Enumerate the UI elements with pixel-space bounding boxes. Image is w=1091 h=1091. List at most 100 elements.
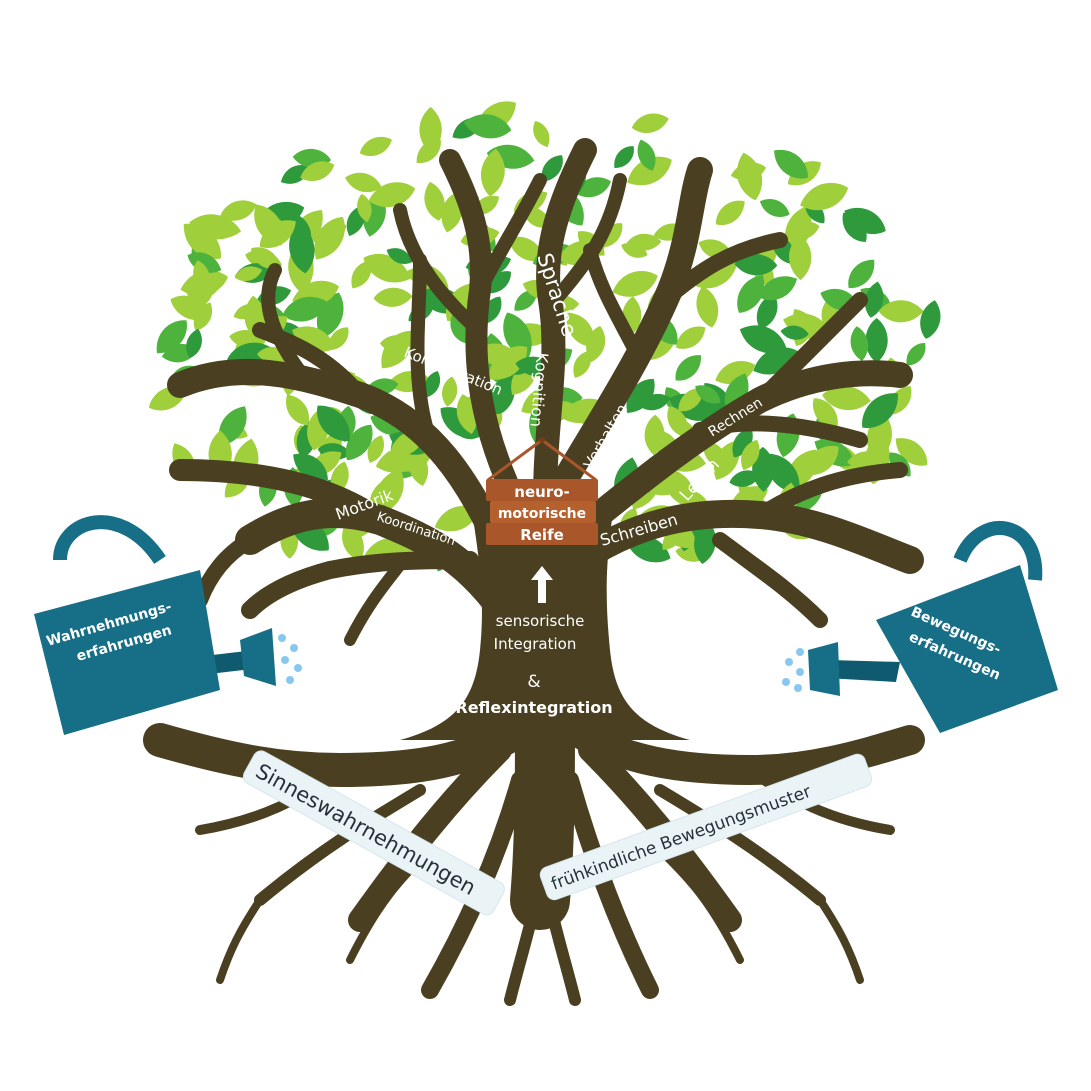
leaf (844, 207, 886, 235)
leaf (508, 236, 544, 262)
leaf (627, 156, 672, 186)
leaf (626, 378, 655, 413)
leaf (533, 120, 550, 148)
leaf (220, 200, 257, 221)
leaf (351, 260, 372, 289)
leaf (703, 441, 728, 469)
leaf (715, 200, 745, 226)
leaf (774, 149, 808, 179)
leaf (741, 439, 760, 471)
leaf (789, 234, 812, 281)
sign-line-2: motorische (498, 506, 586, 522)
leaf (895, 438, 928, 466)
leaf (286, 394, 309, 426)
leaf (573, 350, 592, 378)
leaf (386, 248, 413, 264)
leaf (345, 172, 382, 193)
sign-line-1: neuro- (514, 483, 569, 501)
leaf (920, 300, 941, 339)
leaf (218, 406, 247, 446)
leaf (514, 289, 537, 311)
leaf (566, 312, 595, 347)
leaf (424, 181, 445, 221)
leaf (342, 522, 364, 561)
leaf (614, 146, 634, 169)
leaf (612, 271, 658, 297)
leaf (424, 370, 441, 398)
leaf (695, 385, 721, 404)
water-drops-right (782, 648, 804, 692)
leaf (357, 194, 372, 223)
leaf (878, 300, 924, 323)
leaf (676, 326, 706, 349)
leaf (367, 435, 384, 463)
leaf (668, 472, 692, 490)
leaf (359, 136, 392, 157)
leaf (736, 152, 763, 201)
leaf (280, 165, 311, 184)
leaf (759, 199, 790, 217)
leaf (234, 266, 263, 282)
watering-can-left: Wahrnehmungs- erfahrungen (34, 515, 302, 735)
leaf (193, 260, 210, 292)
leaf (621, 242, 648, 258)
leaf (381, 330, 414, 369)
leaf (756, 293, 778, 330)
leaf (694, 520, 716, 564)
leaf (463, 114, 512, 139)
leaf (631, 113, 669, 133)
leaf (312, 222, 347, 244)
leaf (368, 182, 416, 208)
leaf (865, 317, 888, 364)
sign-line-3: Reife (520, 526, 564, 544)
leaf (696, 285, 719, 328)
leaf (667, 406, 688, 438)
integration-line-3: Reflexintegration (455, 698, 612, 717)
wooden-sign: neuro- motorische Reife (486, 437, 598, 545)
leaf (317, 405, 350, 442)
leaf (675, 355, 701, 381)
leaf (170, 295, 212, 321)
leaf (637, 139, 656, 171)
leaf (804, 445, 839, 476)
leaf (328, 327, 349, 351)
integration-line-1: sensorische (496, 612, 585, 630)
leaf (800, 182, 849, 211)
branches (167, 138, 924, 646)
tree-trunk (400, 500, 690, 740)
leaf (862, 393, 898, 429)
leaf (300, 161, 335, 182)
leaf (848, 259, 875, 289)
leaf (739, 325, 787, 354)
leaf (850, 326, 869, 362)
arrow-up-icon (531, 566, 553, 603)
leaf (813, 398, 838, 429)
water-drops-left (278, 634, 302, 684)
watering-can-right: Bewegungs- erfahrungen (782, 521, 1058, 733)
leaf (822, 385, 871, 410)
leaf (282, 296, 329, 322)
leaf (864, 281, 884, 318)
leaf (485, 271, 511, 294)
leaf (678, 388, 703, 412)
leaf (156, 320, 188, 354)
integration-line-2: Integration (494, 635, 577, 653)
leaf (186, 328, 202, 358)
leaf (758, 276, 798, 301)
leaf (729, 470, 761, 487)
leaf (442, 376, 458, 407)
leaf (734, 254, 778, 276)
leaf (737, 274, 765, 313)
leaf (259, 220, 296, 248)
leaf (481, 148, 505, 197)
leaf (289, 222, 315, 274)
leaf (373, 287, 413, 307)
leaf (198, 216, 242, 239)
leaf (293, 453, 328, 481)
leaf (183, 223, 221, 259)
leaf (345, 424, 373, 461)
leaf (906, 343, 926, 366)
leaf (541, 155, 563, 182)
leaf (780, 325, 809, 340)
